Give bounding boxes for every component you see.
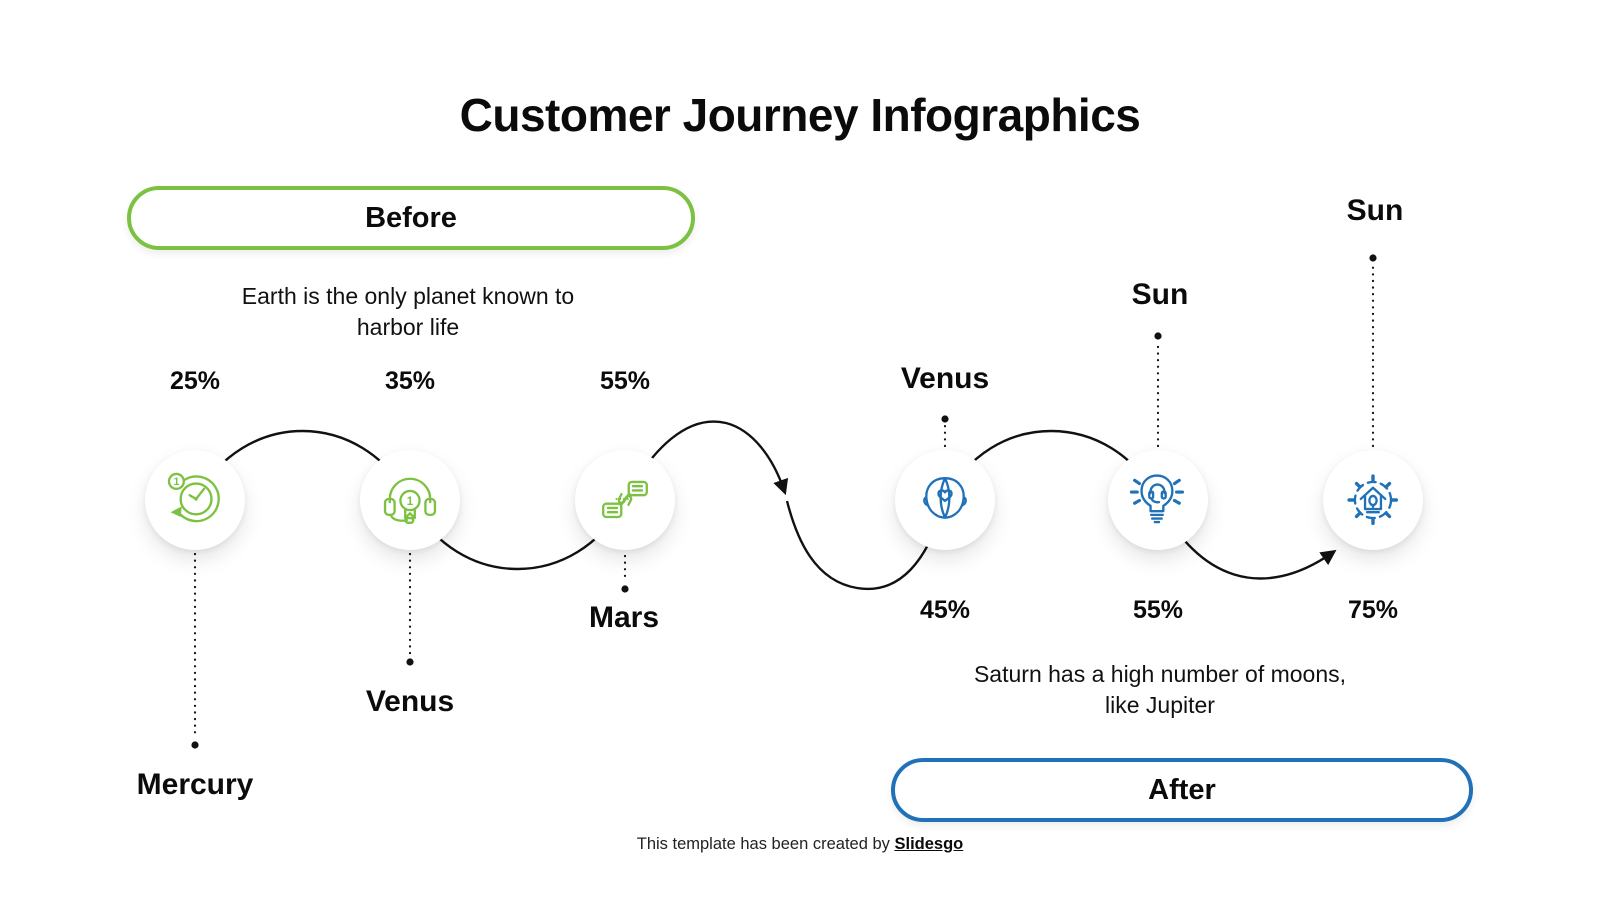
empathy-face-heart-icon — [923, 477, 967, 519]
step-node-3 — [575, 450, 675, 550]
before-label: Before — [365, 201, 457, 234]
slidesgo-link[interactable]: Slidesgo — [894, 835, 964, 853]
step-2-percent: 35% — [384, 367, 436, 395]
step-3-label: Mars — [588, 601, 660, 634]
step-node-2: 1 — [360, 450, 460, 550]
step-5-percent: 55% — [1132, 596, 1184, 624]
step-node-1: 1 — [145, 450, 245, 550]
svg-text:1: 1 — [173, 476, 179, 488]
step-3-percent: 55% — [599, 367, 651, 395]
after-description: Saturn has a high number of moons, like … — [973, 661, 1347, 718]
step-4-percent: 45% — [919, 596, 971, 624]
page-title: Customer Journey Infographics — [459, 89, 1141, 141]
idea-bulb-headset-icon — [1129, 474, 1185, 524]
step-5-label: Sun — [1131, 278, 1189, 311]
step-2-label: Venus — [365, 685, 455, 718]
after-label: After — [1148, 773, 1216, 806]
footer-credit: This template has been created by Slides… — [0, 835, 1600, 854]
before-badge: Before — [127, 186, 695, 250]
step-6-percent: 75% — [1347, 596, 1399, 624]
headset-award-icon: 1 — [383, 477, 437, 525]
feedback-thumbs-icon — [602, 480, 648, 519]
svg-text:1: 1 — [407, 495, 414, 508]
before-description: Earth is the only planet known to harbor… — [241, 283, 575, 340]
step-1-percent: 25% — [169, 367, 221, 395]
step-node-5 — [1108, 450, 1208, 550]
gear-house-icon — [1347, 474, 1399, 526]
footer-text: This template has been created by — [636, 835, 895, 853]
step-6-label: Sun — [1346, 194, 1404, 227]
step-1-label: Mercury — [136, 768, 254, 801]
step-4-label: Venus — [900, 362, 990, 395]
step-node-6 — [1323, 450, 1423, 550]
after-badge: After — [891, 758, 1473, 822]
clock-first-response-icon: 1 — [167, 472, 220, 523]
step-node-4 — [895, 450, 995, 550]
